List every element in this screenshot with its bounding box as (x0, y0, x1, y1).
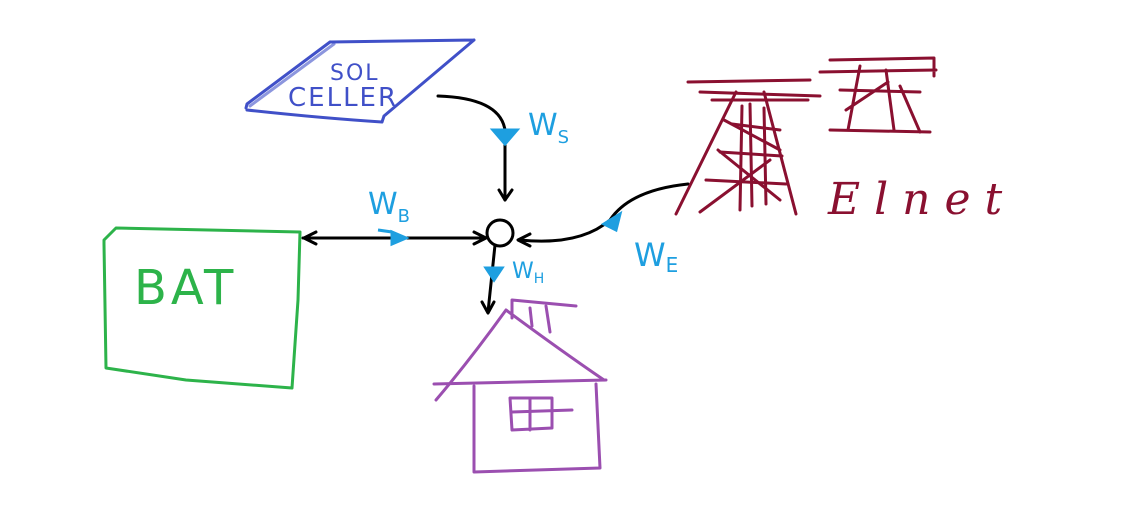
flow-arrow-house (483, 266, 505, 283)
flow-label-solar: WS (528, 108, 569, 148)
solar-panel-label-line2: CELLER (288, 83, 398, 113)
power-pylon (674, 56, 938, 216)
flow-arrow-grid (600, 210, 623, 233)
grid-label: E l n e t (827, 174, 1003, 225)
battery-label: BAT (134, 260, 237, 316)
flow-arrow-battery (377, 228, 410, 247)
junction-node (485, 218, 515, 248)
flow-label-battery: WB (368, 187, 410, 227)
solar-panel-label-line1: SOL (330, 61, 380, 86)
solar-panel (244, 38, 476, 124)
house (432, 298, 608, 474)
flow-label-house: WH (512, 259, 544, 287)
battery-box (102, 226, 302, 390)
flow-arrow-solar (489, 128, 521, 147)
flow-label-grid: WE (634, 236, 678, 277)
